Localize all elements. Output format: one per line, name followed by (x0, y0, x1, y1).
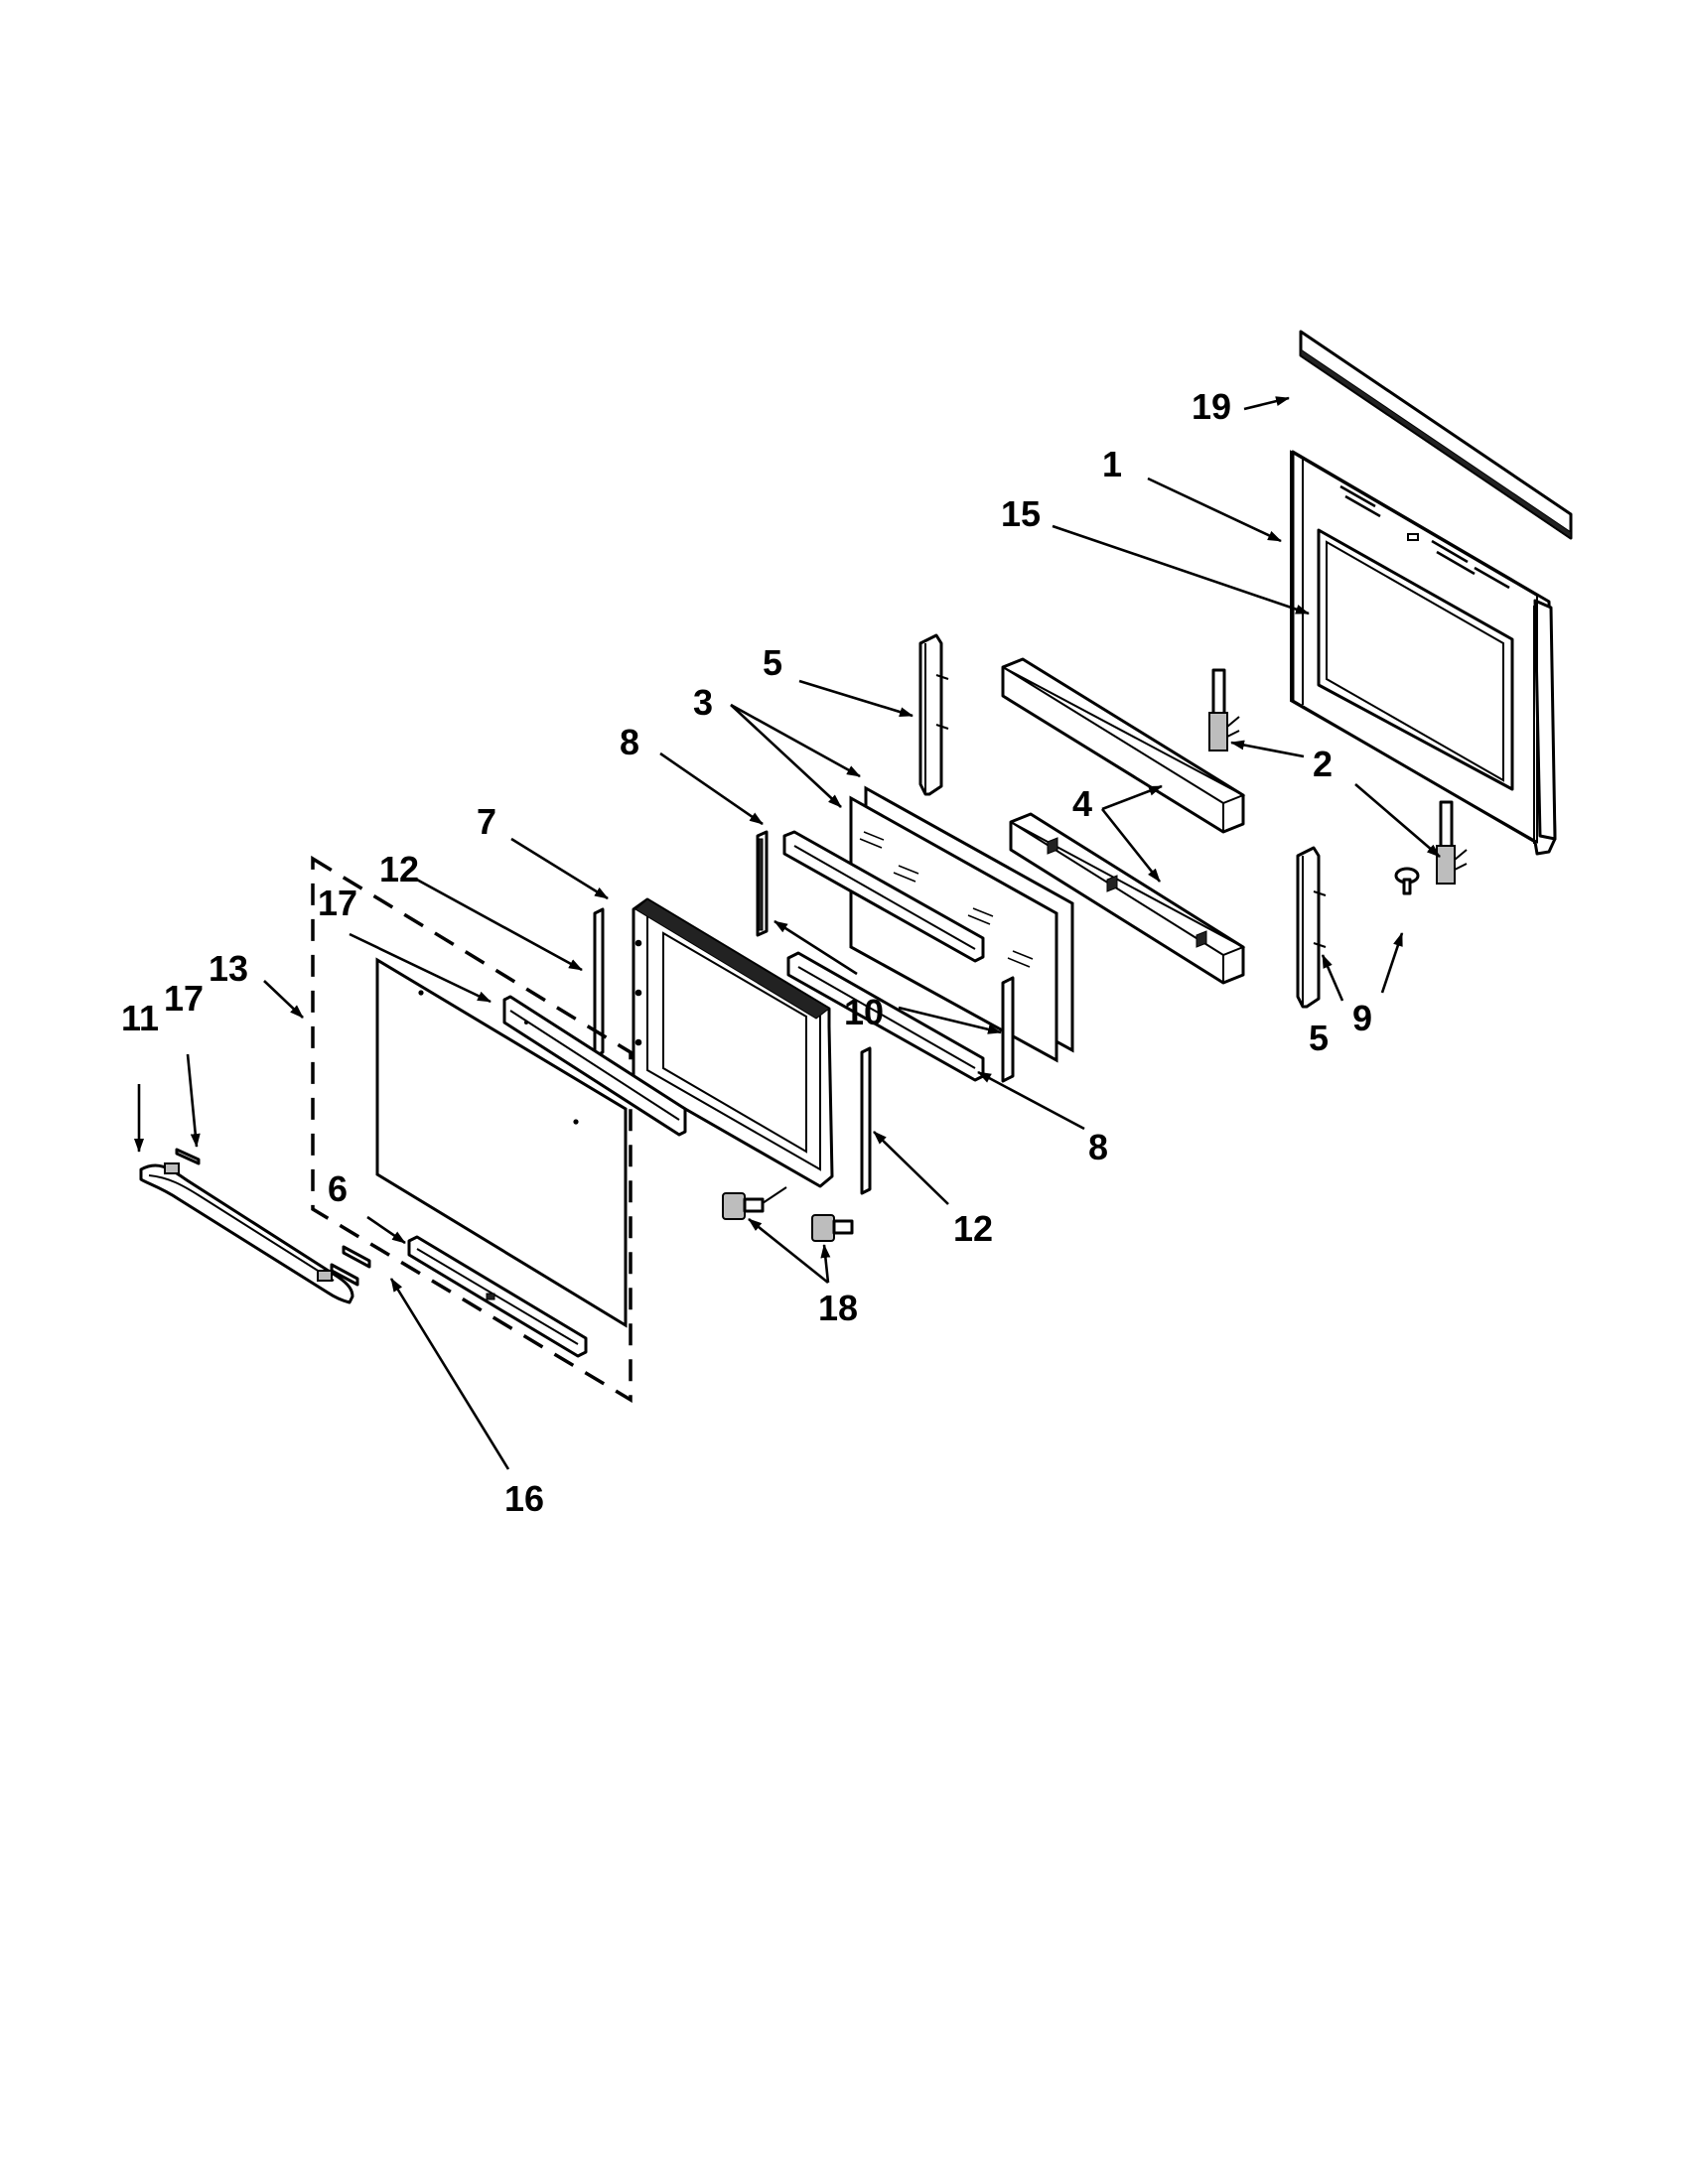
part-10-spacer-left (756, 830, 769, 937)
part-10-spacer-right (1001, 976, 1015, 1083)
callout-13: 13 (209, 948, 248, 989)
part-12-side-rail-left (593, 907, 605, 1058)
callout-5-upper: 5 (763, 642, 782, 683)
callout-12-left: 12 (379, 849, 419, 889)
callout-19: 19 (1192, 386, 1231, 427)
callout-10: 10 (844, 992, 884, 1032)
part-6-lower-trim (407, 1235, 588, 1358)
part-5-bracket-upper (918, 633, 949, 796)
callout-9: 9 (1352, 998, 1372, 1038)
callout-17-lower: 17 (164, 978, 204, 1019)
vent-slots (1339, 484, 1510, 590)
part-18-hinge-receiver-right (811, 1214, 854, 1242)
callout-6: 6 (328, 1168, 348, 1209)
leader-arrows (134, 396, 1441, 1470)
callout-2: 2 (1313, 744, 1333, 784)
callout-1: 1 (1102, 444, 1122, 484)
part-5-bracket-lower (1296, 846, 1327, 1009)
callout-5-lower: 5 (1309, 1018, 1329, 1058)
callout-numbers: 19 1 15 5 3 8 2 4 7 12 17 13 17 11 10 9 … (121, 386, 1372, 1519)
part-4-insulation-upper (1001, 657, 1246, 834)
callout-17-upper: 17 (318, 883, 357, 923)
part-18-hinge-receiver-left (722, 1186, 787, 1220)
callout-8-lower: 8 (1088, 1127, 1108, 1167)
part-2-hinge-lower (1436, 800, 1468, 885)
callout-8-upper: 8 (620, 722, 639, 762)
part-17-trim-upper (502, 995, 687, 1137)
callout-16: 16 (504, 1478, 544, 1519)
callout-18: 18 (818, 1288, 858, 1328)
callout-11: 11 (121, 998, 159, 1038)
part-2-hinge-upper (1208, 668, 1240, 751)
part-9-screw (1394, 867, 1420, 895)
part-13-outer-glass-assembly (311, 855, 633, 1404)
part-4-insulation-lower (1009, 812, 1246, 985)
part-8-channel-upper (782, 830, 985, 963)
part-16-handle-spacer (330, 1245, 371, 1287)
callout-15: 15 (1001, 493, 1041, 534)
part-11-handle (139, 1162, 354, 1304)
callout-7: 7 (477, 801, 496, 842)
part-12-side-rail-right (860, 1046, 872, 1195)
callout-12-right: 12 (953, 1208, 993, 1249)
part-17-trim-lower (175, 1148, 201, 1165)
part-15-door-gasket (1317, 528, 1535, 844)
callout-3: 3 (693, 682, 713, 723)
part-7-inner-door-frame (632, 897, 834, 1188)
part-19-trim-strip (1299, 330, 1573, 540)
callout-4: 4 (1072, 783, 1092, 824)
